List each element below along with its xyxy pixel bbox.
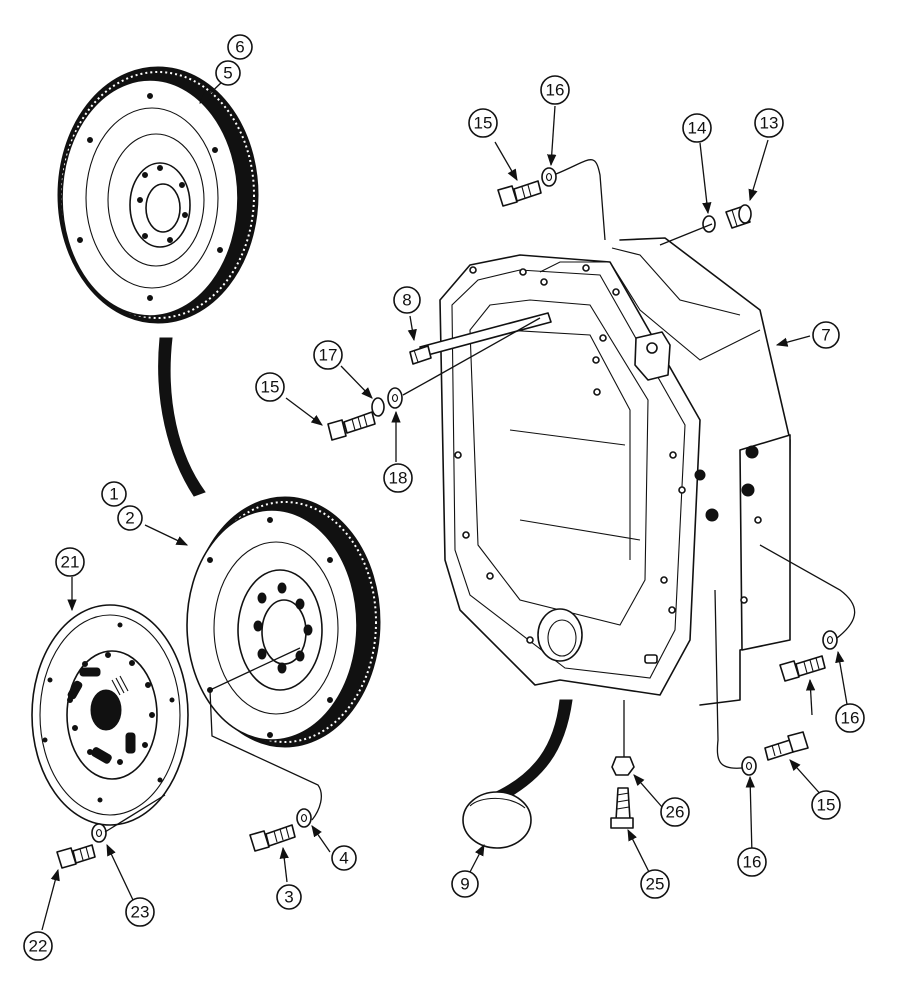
svg-text:16: 16 bbox=[546, 81, 565, 100]
callout-8: 8 bbox=[393, 286, 421, 314]
clutch-disc bbox=[31, 604, 189, 826]
washer-16-right-lower bbox=[741, 756, 757, 776]
callout-15-top: 15 bbox=[468, 108, 498, 138]
nut-26 bbox=[611, 756, 635, 776]
callout-4: 4 bbox=[331, 845, 357, 871]
lock-washer-17 bbox=[371, 397, 385, 417]
washer-18 bbox=[387, 387, 403, 409]
callout-15-lower-right: 15 bbox=[811, 790, 841, 820]
svg-text:7: 7 bbox=[821, 326, 830, 345]
callout-2: 2 bbox=[117, 505, 143, 531]
callout-6: 6 bbox=[227, 34, 253, 60]
bolt-3 bbox=[249, 824, 296, 852]
callout-23: 23 bbox=[125, 897, 155, 927]
svg-text:18: 18 bbox=[389, 469, 408, 488]
callout-15-left: 15 bbox=[255, 372, 285, 402]
washer-23 bbox=[91, 823, 107, 843]
callout-13: 13 bbox=[754, 108, 784, 138]
plug-13 bbox=[725, 204, 752, 229]
svg-text:16: 16 bbox=[841, 709, 860, 728]
flywheel-lower bbox=[186, 496, 381, 748]
svg-text:5: 5 bbox=[223, 64, 232, 83]
callout-3: 3 bbox=[276, 884, 302, 910]
callout-16-top: 16 bbox=[540, 75, 570, 105]
callout-26: 26 bbox=[660, 797, 690, 827]
leader-lines bbox=[41, 79, 856, 931]
cap-plug bbox=[462, 791, 532, 849]
svg-text:22: 22 bbox=[29, 937, 48, 956]
svg-text:3: 3 bbox=[284, 888, 293, 907]
flywheel-upper bbox=[57, 66, 259, 324]
callout-7: 7 bbox=[812, 321, 840, 349]
svg-text:6: 6 bbox=[235, 38, 244, 57]
svg-text:17: 17 bbox=[319, 346, 338, 365]
svg-text:15: 15 bbox=[817, 796, 836, 815]
bolt-25 bbox=[610, 787, 634, 829]
bolt-22 bbox=[56, 844, 96, 869]
svg-text:15: 15 bbox=[261, 378, 280, 397]
svg-text:16: 16 bbox=[743, 853, 762, 872]
svg-text:21: 21 bbox=[61, 553, 80, 572]
callout-22: 22 bbox=[23, 931, 53, 961]
callout-9: 9 bbox=[451, 870, 479, 898]
assembly-arrow-upper bbox=[158, 337, 206, 497]
svg-text:4: 4 bbox=[339, 849, 348, 868]
svg-text:23: 23 bbox=[131, 903, 150, 922]
svg-text:2: 2 bbox=[125, 509, 134, 528]
washer-16-top bbox=[541, 167, 557, 187]
callout-1: 1 bbox=[101, 481, 127, 507]
svg-text:9: 9 bbox=[460, 875, 469, 894]
bolt-15-top bbox=[497, 180, 542, 207]
callout-18: 18 bbox=[383, 463, 413, 493]
transmission-housing bbox=[439, 237, 791, 706]
callout-5: 5 bbox=[215, 60, 241, 86]
svg-text:25: 25 bbox=[646, 875, 665, 894]
callout-14: 14 bbox=[682, 113, 712, 143]
callout-16-upper-right: 16 bbox=[835, 703, 865, 733]
callout-21: 21 bbox=[55, 547, 85, 577]
svg-text:1: 1 bbox=[109, 485, 118, 504]
svg-text:8: 8 bbox=[402, 291, 411, 310]
svg-text:15: 15 bbox=[474, 114, 493, 133]
callout-17: 17 bbox=[313, 340, 343, 370]
bolt-15-right-upper bbox=[779, 655, 826, 682]
washer-4 bbox=[296, 808, 312, 828]
svg-text:13: 13 bbox=[760, 114, 779, 133]
bolt-15-left bbox=[327, 411, 376, 441]
shift-shaft bbox=[409, 312, 552, 365]
bolt-15-right-lower bbox=[764, 731, 809, 761]
assembly-arrow-lower bbox=[489, 699, 573, 806]
callout-25: 25 bbox=[640, 869, 670, 899]
svg-text:14: 14 bbox=[688, 119, 707, 138]
washer-16-right-upper bbox=[822, 630, 838, 650]
svg-text:26: 26 bbox=[666, 803, 685, 822]
washer-14 bbox=[702, 215, 716, 233]
callout-16-lower: 16 bbox=[737, 847, 767, 877]
